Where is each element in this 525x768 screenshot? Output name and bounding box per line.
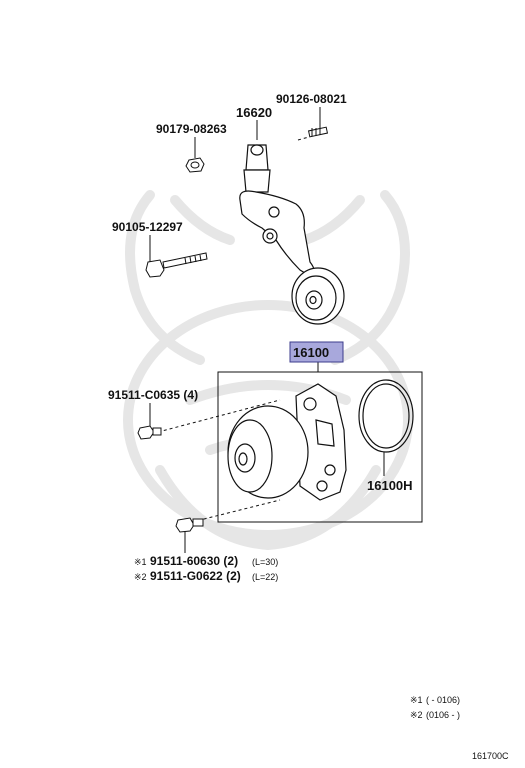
- small-bolt-icon: [137, 425, 162, 440]
- assembly-box: [217, 371, 423, 523]
- figure-code: 161700C: [472, 751, 509, 761]
- part-label-91511-g0622[interactable]: 91511-G0622 (2): [150, 569, 241, 583]
- highlight-box: [289, 341, 344, 363]
- part-label-91511-c0635[interactable]: 91511-C0635 (4): [108, 388, 198, 402]
- variant-mark-2: ※2: [134, 572, 147, 582]
- belt-tensioner-icon: [239, 144, 345, 325]
- note-mark-1: ※1: [410, 695, 423, 705]
- nut-icon: [185, 157, 205, 173]
- part-label-16620[interactable]: 16620: [236, 105, 272, 120]
- note-range-1: ( - 0106): [426, 695, 460, 705]
- long-bolt-icon: [145, 252, 208, 278]
- part-label-16100h[interactable]: 16100H: [367, 478, 413, 493]
- part-length-60630: (L=30): [252, 557, 278, 567]
- variant-mark-1: ※1: [134, 557, 147, 567]
- stud-bolt-icon: [307, 126, 329, 138]
- note-mark-2: ※2: [410, 710, 423, 720]
- flange-bolt-icon: [175, 517, 204, 533]
- part-label-91511-60630[interactable]: 91511-60630 (2): [150, 554, 238, 568]
- watermark-emblem-icon: [123, 190, 413, 551]
- leader-lines: [149, 107, 385, 553]
- part-label-90126-08021[interactable]: 90126-08021: [276, 92, 347, 106]
- gasket-icon: [358, 379, 414, 453]
- part-label-90105-12297[interactable]: 90105-12297: [112, 220, 183, 234]
- water-pump-icon: [227, 383, 347, 501]
- part-label-90179-08263[interactable]: 90179-08263: [156, 122, 227, 136]
- part-label-16100[interactable]: 16100: [293, 345, 329, 360]
- part-length-g0622: (L=22): [252, 572, 278, 582]
- note-range-2: (0106 - ): [426, 710, 460, 720]
